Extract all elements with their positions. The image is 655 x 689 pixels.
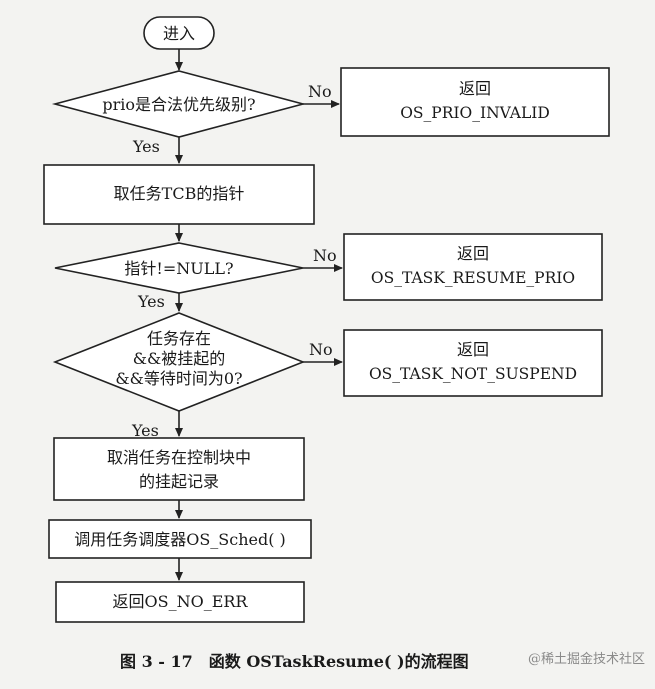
decision-task-suspended-line1: 任务存在: [147, 329, 211, 348]
decision-ptr-not-null: 指针!=NULL?: [54, 242, 304, 294]
return-task-not-suspend: 返回 OS_TASK_NOT_SUSPEND: [343, 329, 603, 397]
return-prio-invalid: 返回 OS_PRIO_INVALID: [340, 67, 610, 137]
return-task-resume-prio-line2: OS_TASK_RESUME_PRIO: [371, 269, 575, 287]
edge-label-no-1: No: [308, 82, 332, 101]
start-node: 进入: [143, 16, 215, 50]
process-clear-suspend-line1: 取消任务在控制块中: [107, 448, 251, 467]
edge-label-yes-2: Yes: [137, 292, 165, 311]
process-call-scheduler-label: 调用任务调度器OS_Sched( ): [74, 530, 286, 549]
process-clear-suspend: 取消任务在控制块中 的挂起记录: [53, 437, 305, 501]
edge-label-yes-1: Yes: [132, 137, 160, 156]
return-task-resume-prio: 返回 OS_TASK_RESUME_PRIO: [343, 233, 603, 301]
return-no-err-label: 返回OS_NO_ERR: [113, 592, 249, 611]
start-label: 进入: [163, 24, 195, 43]
process-call-scheduler: 调用任务调度器OS_Sched( ): [48, 519, 312, 559]
process-get-tcb-label: 取任务TCB的指针: [114, 184, 245, 203]
return-task-not-suspend-line1: 返回: [457, 340, 489, 359]
edge-label-no-3: No: [309, 340, 333, 359]
decision-task-suspended-line3: &&等待时间为0?: [115, 369, 242, 388]
decision-prio-valid: prio是合法优先级别?: [51, 70, 307, 138]
decision-task-suspended-line2: &&被挂起的: [133, 349, 226, 368]
process-get-tcb: 取任务TCB的指针: [43, 164, 315, 225]
decision-prio-valid-label: prio是合法优先级别?: [102, 95, 255, 114]
edge-label-yes-3: Yes: [131, 421, 159, 440]
return-task-resume-prio-line1: 返回: [457, 244, 489, 263]
return-no-err: 返回OS_NO_ERR: [55, 581, 305, 623]
return-prio-invalid-line1: 返回: [459, 79, 491, 98]
watermark: @稀土掘金技术社区: [528, 651, 645, 667]
figure-caption: 图 3 - 17 函数 OSTaskResume( )的流程图: [120, 652, 469, 671]
return-task-not-suspend-line2: OS_TASK_NOT_SUSPEND: [369, 365, 577, 383]
return-prio-invalid-line2: OS_PRIO_INVALID: [400, 104, 550, 122]
process-clear-suspend-line2: 的挂起记录: [139, 472, 219, 491]
decision-ptr-not-null-label: 指针!=NULL?: [124, 259, 233, 278]
edge-label-no-2: No: [313, 246, 337, 265]
decision-task-suspended: 任务存在 &&被挂起的 &&等待时间为0?: [52, 312, 306, 412]
